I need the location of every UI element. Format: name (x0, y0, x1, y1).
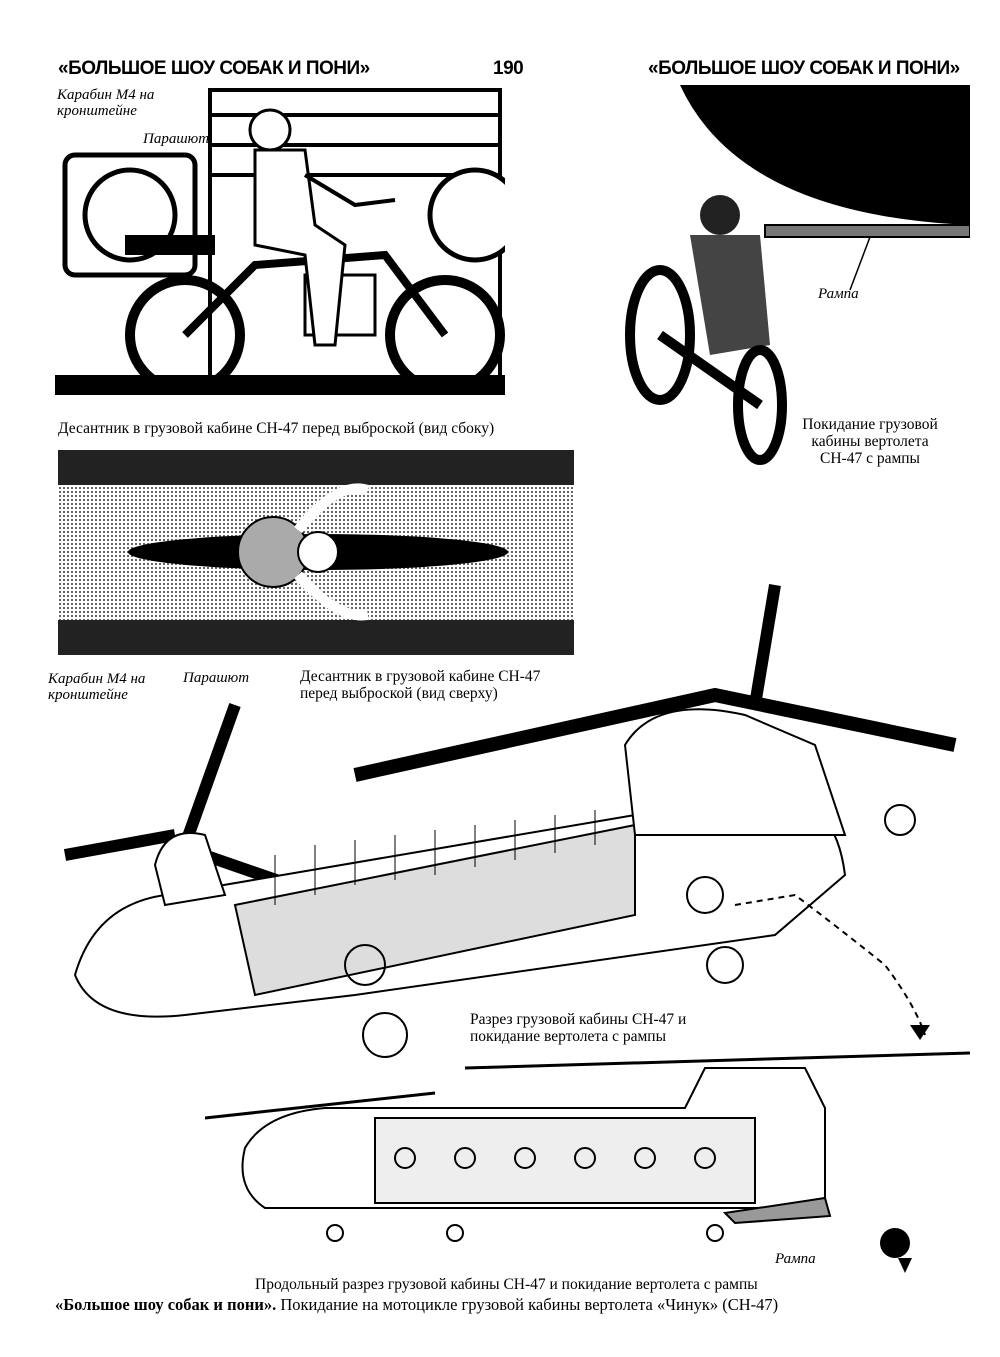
caption-top-view: Десантник в грузовой кабине СН-47 перед … (300, 668, 541, 702)
figure-caption-bold: «Большое шоу собак и пони». (55, 1295, 277, 1314)
side-view-illustration (55, 88, 505, 395)
ramp-exit-illustration (625, 85, 970, 465)
cutaway-helicopter-illustration (63, 584, 957, 1058)
figure-caption-text: Покидание на мотоцикле грузовой кабины в… (276, 1295, 779, 1314)
label-carbine-side: Карабин М4 на кронштейне (57, 87, 155, 119)
longitudinal-section-illustration (205, 1051, 970, 1273)
running-header-left: «БОЛЬШОЕ ШОУ СОБАК И ПОНИ» (58, 58, 370, 79)
label-parachute-side: Парашют (143, 131, 210, 147)
top-view-illustration (58, 450, 574, 655)
caption-cutaway: Разрез грузовой кабины СН-47 и покидание… (470, 1011, 687, 1045)
caption-ramp-exit: Покидание грузовой кабины вертолета СН-4… (802, 416, 938, 467)
page-number: 190 (493, 58, 524, 79)
figure-caption: «Большое шоу собак и пони». Покидание на… (55, 1296, 778, 1313)
running-header-right: «БОЛЬШОЕ ШОУ СОБАК И ПОНИ» (648, 58, 960, 79)
label-parachute-top: Парашют (183, 670, 250, 686)
label-carbine-top: Карабин М4 на кронштейне (48, 671, 146, 703)
label-ramp-top: Рампа (818, 286, 859, 302)
caption-longitudinal: Продольный разрез грузовой кабины СН-47 … (255, 1276, 758, 1293)
caption-side-view: Десантник в грузовой кабине СН-47 перед … (58, 420, 495, 437)
label-ramp-bottom: Рампа (775, 1251, 816, 1267)
